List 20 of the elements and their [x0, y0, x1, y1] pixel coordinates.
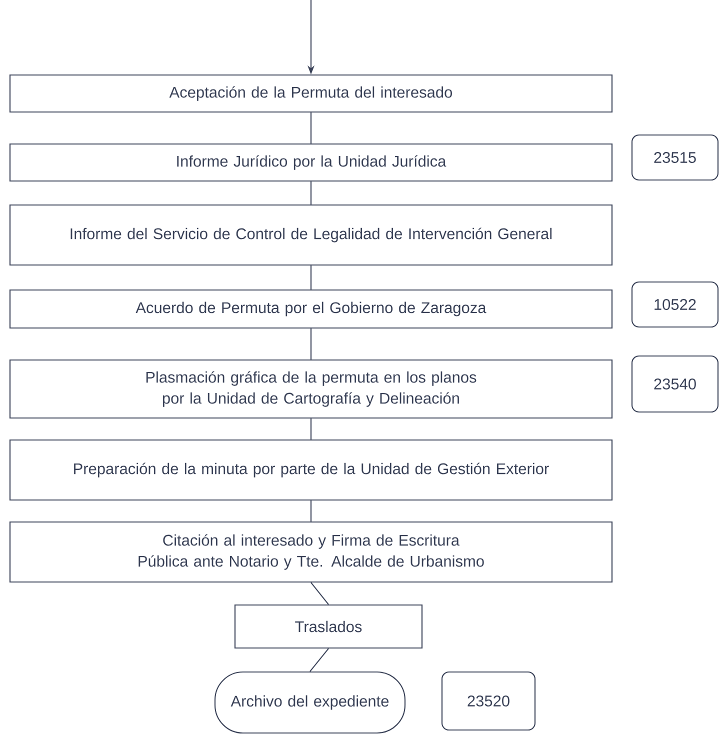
process-box: Traslados	[234, 604, 423, 649]
process-box: Informe del Servicio de Control de Legalidad de Intervención General	[9, 204, 613, 266]
connector-line	[310, 182, 312, 204]
connector-line	[310, 418, 312, 440]
code-box: 23520	[441, 671, 536, 731]
code-box: 10522	[631, 281, 719, 328]
code-box: 23515	[631, 134, 719, 181]
process-box: Aceptación de la Permuta del interesado	[9, 74, 613, 113]
process-box: Citación al interesado y Firma de Escritura Pública ante Notario y Tte. Alcalde de Urbanismo	[9, 521, 613, 583]
process-box: Plasmación gráfica de la permuta en los planos por la Unidad de Cartografía y Delineación	[9, 359, 613, 419]
connector-line	[310, 112, 312, 144]
process-box: Acuerdo de Permuta por el Gobierno de Zaragoza	[9, 289, 613, 329]
process-box: Preparación de la minuta por parte de la Unidad de Gestión Exterior	[9, 439, 613, 501]
connector-line	[310, 500, 312, 522]
connector-line	[310, 648, 329, 672]
connector-line	[310, 266, 312, 290]
connector-line	[310, 328, 312, 360]
code-box: 23540	[631, 355, 719, 413]
connector-line	[310, 582, 329, 605]
process-box: Informe Jurídico por la Unidad Jurídica	[9, 143, 613, 182]
